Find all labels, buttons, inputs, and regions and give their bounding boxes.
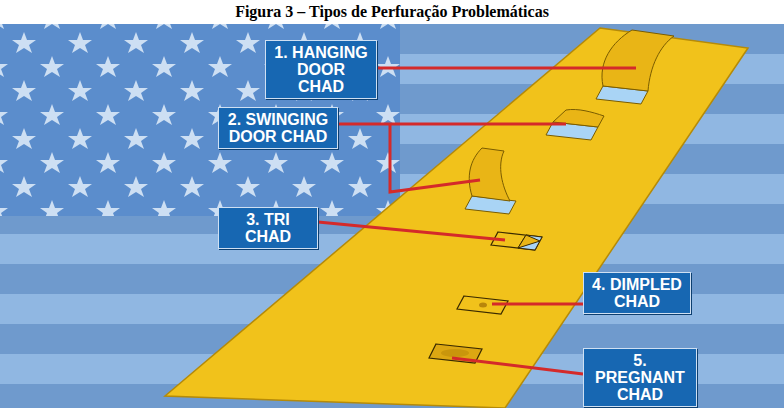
callout-box: 1. HANGING DOOR CHAD	[265, 40, 377, 99]
callout-label: 2. SWINGING DOOR CHAD	[225, 111, 331, 145]
callout-box: 2. SWINGING DOOR CHAD	[218, 107, 338, 149]
callout-box: 4. DIMPLED CHAD	[583, 272, 691, 314]
figure-title: Figura 3 – Tipos de Perfuração Problemát…	[0, 2, 784, 22]
swinging-chad	[469, 148, 510, 201]
hanging-chad	[602, 30, 674, 91]
leader-lines	[318, 68, 636, 374]
callout-box: 5. PREGNANT CHAD	[583, 348, 697, 407]
callout-label: 1. HANGING DOOR CHAD	[272, 44, 370, 95]
flag-stripes	[0, 24, 784, 408]
flag-stars	[0, 24, 400, 216]
callout-label: 4. DIMPLED CHAD	[590, 276, 684, 310]
callout-label: 3. TRI CHAD	[225, 211, 311, 245]
bulge	[441, 349, 469, 357]
callout-box: 3. TRI CHAD	[218, 207, 318, 249]
dimple	[479, 303, 487, 308]
tri-chad	[491, 232, 542, 250]
callout-label: 5. PREGNANT CHAD	[590, 352, 690, 403]
folded-corner	[518, 235, 540, 248]
punch-hole	[518, 235, 542, 250]
ballot-card	[165, 28, 748, 408]
flag-canton	[0, 24, 400, 216]
flag-background	[0, 24, 784, 408]
